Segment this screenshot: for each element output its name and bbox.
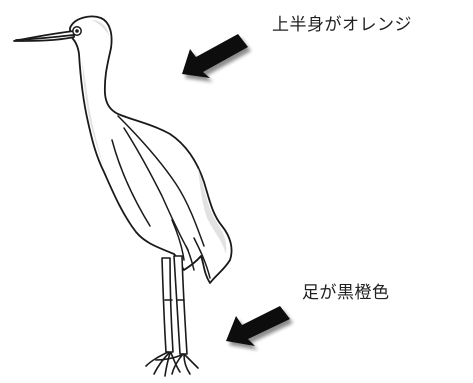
egret-silhouette <box>69 15 233 284</box>
arrow-legs <box>226 306 290 346</box>
egret-eye <box>72 26 82 36</box>
egret-beak-line <box>15 34 74 41</box>
annotation-upper-body: 上半身がオレンジ <box>272 15 412 35</box>
egret-wing-lines <box>111 115 211 279</box>
egret-feet <box>145 351 199 377</box>
egret-body <box>13 15 233 284</box>
annotation-legs: 足が黒橙色 <box>302 283 390 303</box>
arrow-upper-body <box>182 34 248 78</box>
egret-leg-right <box>173 255 188 355</box>
egret-shading <box>82 20 227 254</box>
egret-legs <box>161 255 188 355</box>
egret-leg-left <box>161 257 174 353</box>
